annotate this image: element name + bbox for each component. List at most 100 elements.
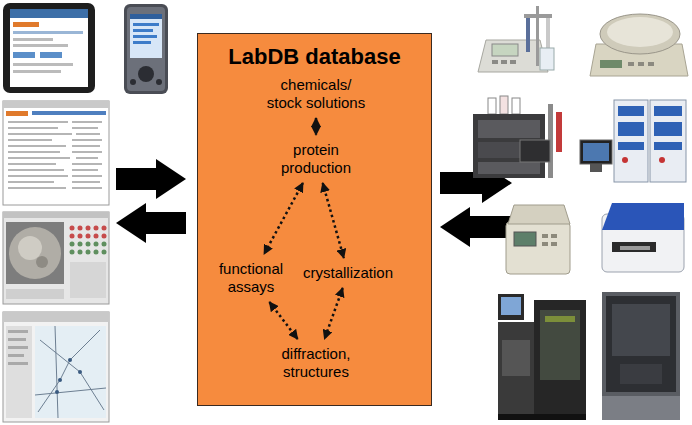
web-screenshot (72, 175, 102, 177)
web-screenshot (8, 169, 64, 171)
tablet-picture (10, 9, 88, 18)
map-screenshot (35, 326, 106, 418)
database-box: LabDB database chemicals/ stock solutions… (197, 33, 432, 406)
pcr-picture (514, 232, 536, 246)
imager-picture (502, 340, 530, 376)
pcr-picture (551, 234, 557, 238)
ph-meter-picture (510, 60, 516, 64)
image-screenshot (70, 250, 75, 255)
map-screenshot (8, 330, 28, 333)
map-screenshot (8, 330, 28, 365)
handheld-picture (133, 41, 151, 44)
map-screenshot (58, 378, 62, 382)
hplc-picture (478, 162, 540, 174)
hplc-picture (488, 98, 496, 114)
dotted-connector (325, 288, 343, 339)
flow-arrow (440, 207, 512, 247)
balance-picture (590, 14, 688, 76)
hplc-picture (520, 140, 550, 162)
web-screenshot (8, 133, 72, 135)
handheld-picture (130, 14, 162, 19)
tablet-picture (13, 63, 73, 66)
fplc-picture (654, 106, 682, 116)
image-screenshot (9, 227, 61, 279)
fplc-picture (580, 100, 686, 182)
box-heading: LabDB database (198, 44, 431, 70)
fplc-picture (580, 140, 612, 164)
tablet-picture (13, 52, 35, 58)
web-screenshot (8, 163, 56, 165)
tablet-picture (3, 3, 95, 93)
imager-picture (498, 294, 524, 320)
image-screenshot (36, 256, 48, 268)
ph-meter-picture (526, 18, 530, 52)
rock-imager-picture (612, 304, 670, 356)
fplc-picture (618, 142, 644, 150)
plate-reader-picture (612, 242, 656, 252)
balance-picture (607, 17, 673, 47)
rock-imager-picture (606, 296, 676, 392)
tablet-picture (10, 9, 88, 87)
imager-picture (501, 297, 521, 315)
map-screenshot (55, 390, 59, 394)
balance-picture (648, 62, 654, 66)
balance-picture (600, 14, 680, 54)
web-screenshot (8, 151, 60, 153)
tablet-picture (40, 52, 62, 58)
ph-meter-picture (478, 6, 554, 72)
image-screenshot (70, 226, 107, 239)
image-screenshot (86, 226, 91, 231)
web-screenshot (72, 163, 102, 165)
handheld-picture (127, 7, 165, 91)
image-screenshot (78, 226, 83, 231)
balance-picture (628, 62, 634, 66)
fplc-picture (659, 157, 665, 163)
web-screenshot (3, 101, 109, 108)
rock-imager-picture (602, 292, 680, 420)
image-screenshot (78, 234, 83, 239)
web-screenshot (8, 157, 70, 159)
map-screenshot (78, 370, 82, 374)
hplc-picture (473, 96, 562, 178)
web-screenshot (8, 187, 66, 189)
map-screenshot (8, 346, 28, 349)
rock-imager-picture (602, 292, 680, 420)
imager-picture (540, 310, 580, 380)
tablet-picture (13, 22, 39, 27)
web-screenshot (8, 121, 102, 189)
stage-text: diffraction, structures (275, 345, 357, 381)
web-screenshot (72, 169, 98, 171)
stage-text: functional assays (214, 260, 288, 296)
web-screenshot (8, 145, 66, 147)
stage-label: chemicals/ stock solutions (263, 74, 369, 114)
tablet-picture (13, 70, 61, 73)
hplc-picture (556, 112, 562, 152)
fplc-picture (618, 106, 644, 116)
hplc-picture (478, 120, 540, 138)
image-screenshot (18, 236, 42, 260)
map-screenshot (8, 338, 26, 341)
plate-reader-picture (602, 203, 684, 230)
plate-reader-picture (620, 246, 650, 250)
pcr-picture (506, 222, 570, 274)
image-screenshot (78, 250, 83, 255)
stage-text: crystallization (300, 264, 396, 282)
map-screenshot (40, 340, 104, 410)
ph-meter-picture (524, 14, 552, 18)
fplc-picture (654, 142, 682, 150)
map-screenshot (3, 312, 109, 322)
image-screenshot (94, 226, 99, 231)
web-screenshot (72, 139, 102, 141)
handheld-picture (156, 79, 162, 85)
map-screenshot (38, 330, 100, 412)
web-screenshot (72, 127, 98, 129)
dotted-connector (323, 183, 344, 258)
image-screenshot (70, 262, 106, 298)
web-screenshot (8, 139, 52, 141)
balance-picture (638, 62, 644, 66)
fplc-picture (622, 157, 665, 163)
handheld-picture (130, 79, 136, 85)
imager-picture (498, 414, 586, 420)
web-screenshot (3, 101, 109, 205)
image-screenshot (94, 242, 99, 247)
